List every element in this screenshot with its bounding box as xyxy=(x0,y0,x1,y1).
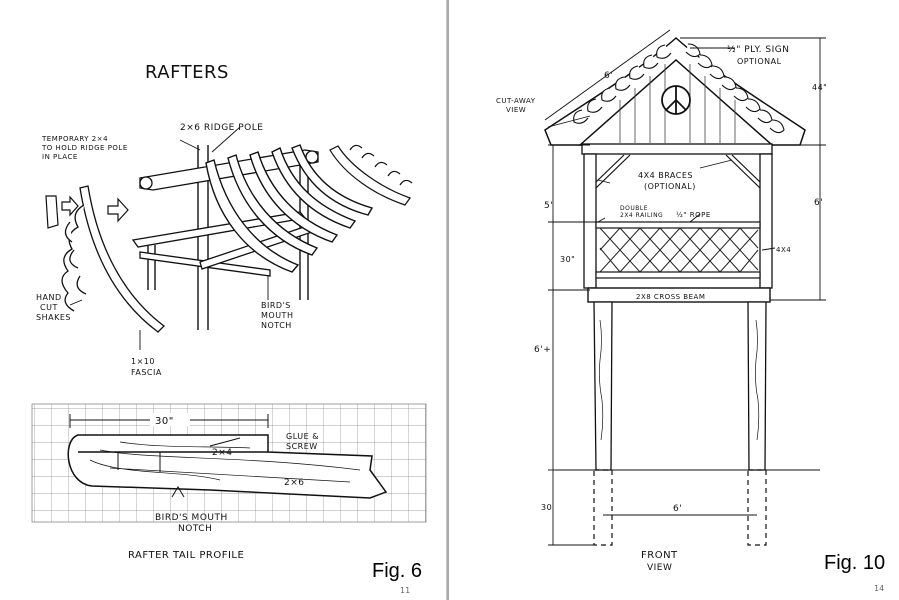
birds-mouth-label-2: MOUTH xyxy=(261,311,293,320)
birds-mouth-label-1: BIRD'S xyxy=(261,301,291,310)
front-label-2: VIEW xyxy=(647,563,672,573)
fascia-label-2: FASCIA xyxy=(131,368,162,377)
railing-label-2: 2X4 RAILING xyxy=(620,212,663,219)
dim-brace-zone: 5' xyxy=(544,201,553,211)
dim-width: 6' xyxy=(673,504,682,514)
cross-beam xyxy=(587,287,771,303)
roof-shingles-right xyxy=(685,43,785,134)
glue-label-1: GLUE & xyxy=(286,432,319,441)
fig-6-label: Fig. 6 xyxy=(372,560,423,582)
dim-buried: 30 xyxy=(541,503,552,512)
dimension-lines xyxy=(544,29,826,546)
roof-shingles-left xyxy=(573,44,672,124)
dim-railing-height: 30" xyxy=(560,255,575,264)
left-page: RAFTERS xyxy=(0,0,447,600)
rafters-title: RAFTERS xyxy=(145,62,229,83)
shake-piece xyxy=(45,195,59,229)
sign-label-1: ½" PLY. SIGN xyxy=(727,45,789,55)
temporary-label-1: TEMPORARY 2×4 xyxy=(41,135,108,143)
right-page: CUT-AWAY VIEW ½" PLY. SIGN OPTIONAL 4X4 … xyxy=(449,0,899,600)
shakes-upper-right xyxy=(329,144,413,206)
ridge-pole xyxy=(139,149,319,191)
eave-beam xyxy=(581,143,773,155)
notch-label-1: BIRD'S MOUTH xyxy=(155,513,228,523)
fig-10-label: Fig. 10 xyxy=(824,552,886,574)
peace-sign-icon xyxy=(661,85,691,115)
dimension-bg xyxy=(150,413,190,426)
braces-label-2: (OPTIONAL) xyxy=(644,182,696,191)
front-label-1: FRONT xyxy=(641,550,678,561)
dim-leg-height: 6'+ xyxy=(534,345,551,355)
railing xyxy=(595,221,761,279)
cross-beam-label: 2X8 CROSS BEAM xyxy=(636,293,705,301)
log-legs xyxy=(593,301,767,471)
hand-cut-label-2: CUT xyxy=(40,303,58,312)
page-number-right: 14 xyxy=(874,584,885,593)
page-number-left: 11 xyxy=(400,586,411,595)
post-label: 4X4 xyxy=(776,246,791,254)
railing-label-1: DOUBLE xyxy=(620,205,648,212)
hand-cut-label-3: SHAKES xyxy=(36,313,71,322)
dim-wall-height: 6' xyxy=(814,198,823,208)
rope-label: ½" ROPE xyxy=(676,211,711,219)
dim-roof-slope: 6' xyxy=(604,71,613,81)
rope-lattice xyxy=(599,227,759,273)
rafter-tail-board xyxy=(67,434,388,499)
glue-label-2: SCREW xyxy=(286,442,318,451)
fascia-label-1: 1×10 xyxy=(131,357,155,366)
front-view-drawing: CUT-AWAY VIEW ½" PLY. SIGN OPTIONAL 4X4 … xyxy=(496,29,827,573)
rafters-drawing: RAFTERS xyxy=(31,62,427,561)
assembly-arrows xyxy=(61,195,129,223)
notch-label-2: NOTCH xyxy=(178,524,212,534)
birds-mouth-label-3: NOTCH xyxy=(261,321,292,330)
board-main-label: 2×6 xyxy=(284,478,305,488)
profile-caption: RAFTER TAIL PROFILE xyxy=(128,550,244,561)
sign-label-2: OPTIONAL xyxy=(737,57,782,66)
fascia-rafter xyxy=(61,185,165,333)
temporary-label-2: TO HOLD RIDGE POLE xyxy=(41,144,128,152)
profile-dimension-label: 30" xyxy=(155,416,174,427)
dim-roof-height: 44" xyxy=(812,83,827,92)
hand-cut-label-1: HAND xyxy=(36,293,62,302)
cutaway-label-1: CUT-AWAY xyxy=(496,97,536,105)
cutaway-label-2: VIEW xyxy=(506,106,526,114)
board-top-label: 2×4 xyxy=(212,448,233,458)
temporary-label-3: IN PLACE xyxy=(42,153,78,161)
ridge-pole-label: 2×6 RIDGE POLE xyxy=(180,123,263,133)
curved-rafters xyxy=(205,144,374,273)
leader-lines xyxy=(69,126,269,350)
page-gutter xyxy=(446,0,450,600)
braces-label-1: 4X4 BRACES xyxy=(638,171,693,180)
